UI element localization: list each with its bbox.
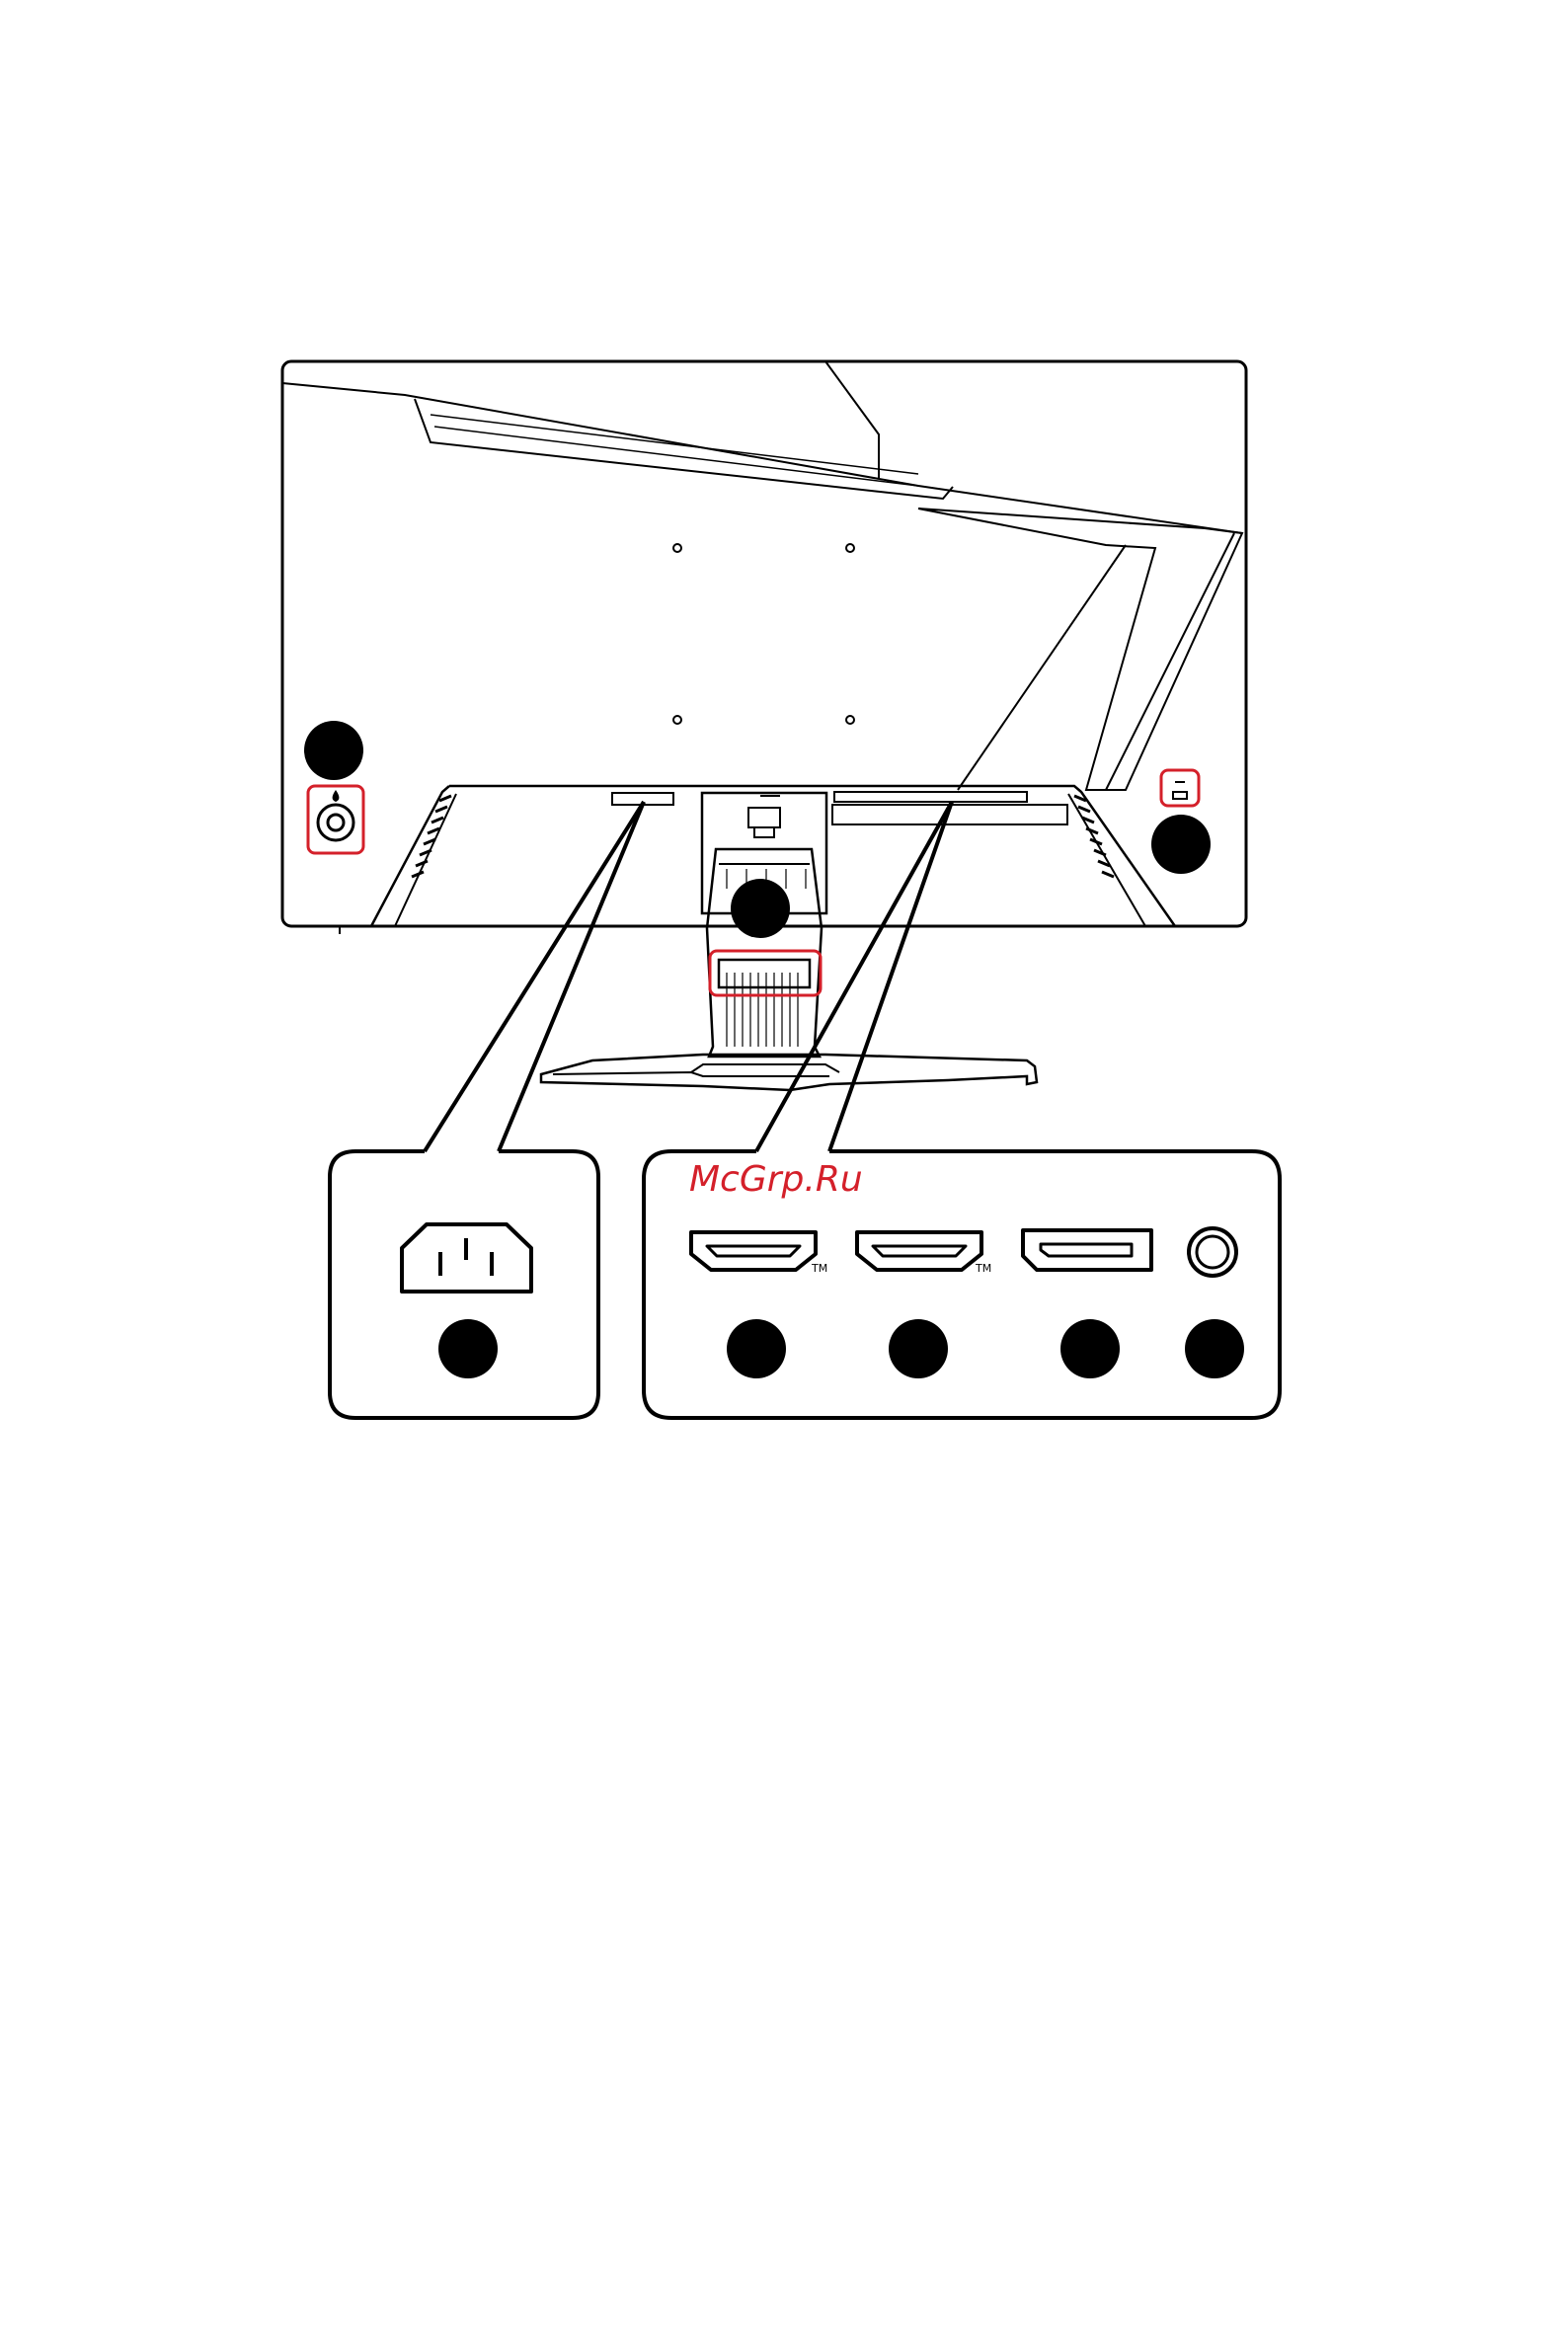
callout-dot-joystick bbox=[304, 721, 363, 780]
top-rail bbox=[415, 399, 953, 499]
headphone-jack-icon bbox=[1189, 1228, 1236, 1276]
callout-dot-audio bbox=[1185, 1319, 1244, 1378]
kensington-lock-icon bbox=[1173, 782, 1187, 799]
hdmi-port-2-icon bbox=[857, 1232, 981, 1270]
monitor-stand bbox=[541, 793, 1037, 1090]
ports-callout-box: McGrp.Ru TM TM bbox=[644, 1151, 1280, 1418]
callout-dot-cable-clip bbox=[731, 879, 790, 938]
kensington-highlight bbox=[1161, 770, 1199, 806]
displayport-icon bbox=[1023, 1230, 1151, 1270]
callout-dot-power bbox=[438, 1319, 498, 1378]
hdmi-1-trademark: TM bbox=[811, 1262, 827, 1275]
callout-leaders bbox=[425, 802, 952, 1151]
ac-power-socket-icon bbox=[402, 1224, 531, 1292]
stand-base bbox=[541, 1055, 1037, 1090]
watermark-text: McGrp.Ru bbox=[689, 1159, 863, 1200]
callout-dot-kensington bbox=[1151, 815, 1211, 874]
top-band bbox=[282, 383, 1242, 533]
power-indicator-icon bbox=[333, 790, 340, 802]
callout-dot-displayport bbox=[1060, 1319, 1120, 1378]
hdmi-port-1-icon bbox=[691, 1232, 816, 1270]
callout-dot-hdmi-2 bbox=[889, 1319, 948, 1378]
hdmi-2-trademark: TM bbox=[975, 1262, 991, 1275]
power-callout-box bbox=[330, 1151, 598, 1418]
vesa-mount-holes bbox=[673, 544, 854, 724]
right-angled-panel bbox=[918, 509, 1242, 790]
joystick-button[interactable] bbox=[318, 805, 353, 840]
callout-dot-hdmi-1 bbox=[727, 1319, 786, 1378]
